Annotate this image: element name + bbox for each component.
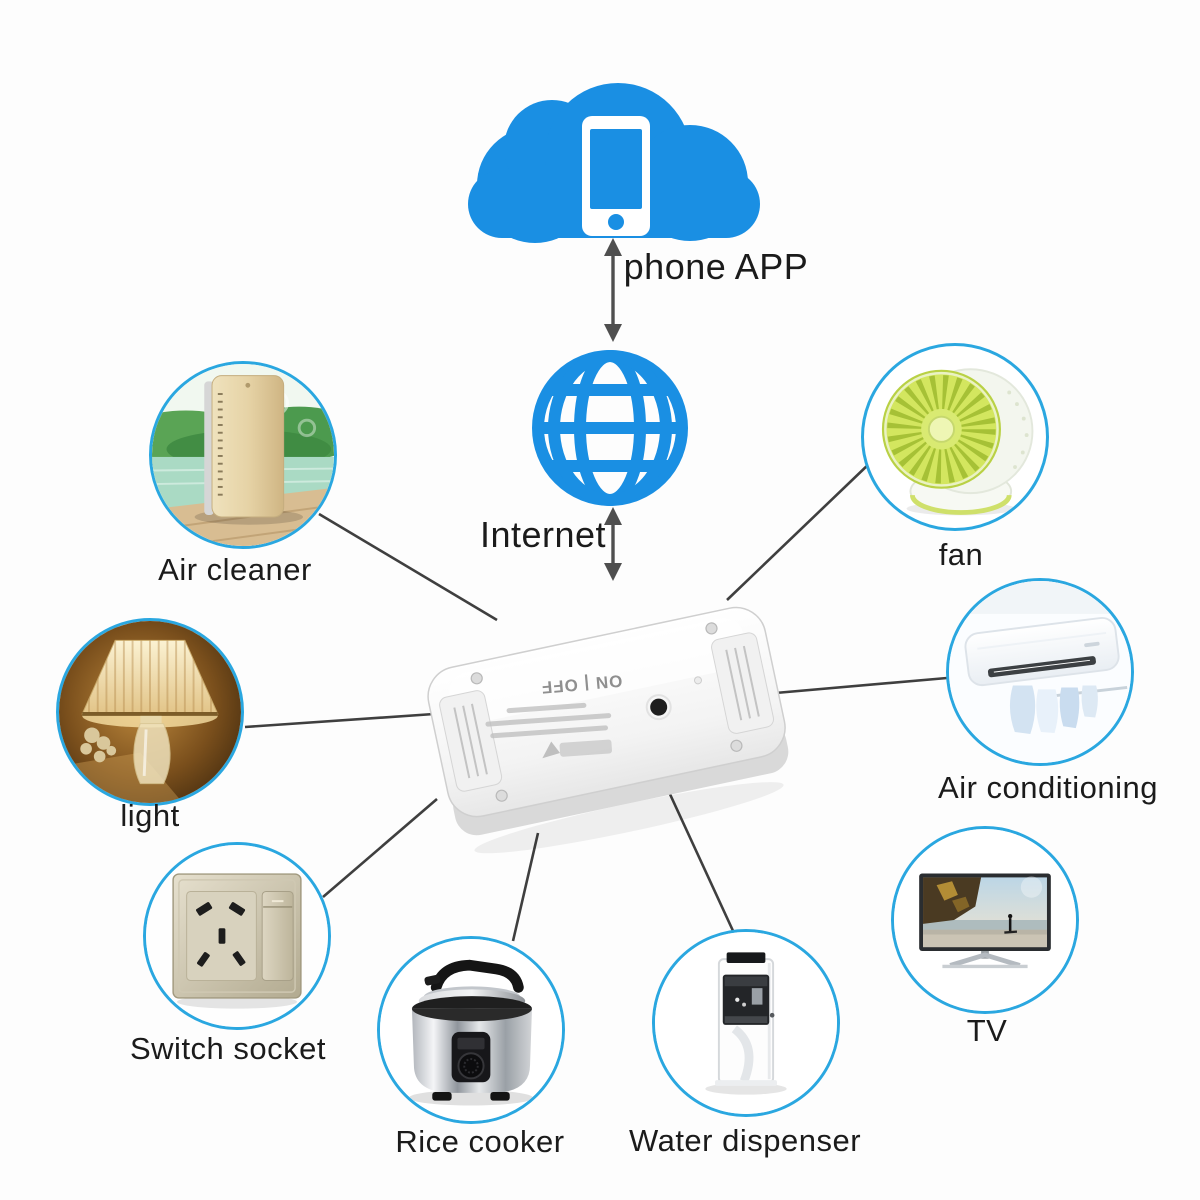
air-cleaner-label: Air cleaner [158,552,312,587]
globe-icon [532,350,688,506]
switch-socket-label: Switch socket [129,1031,327,1066]
phone-icon [582,116,650,236]
switch-socket-photo [143,842,331,1030]
air-conditioning-photo [946,578,1134,766]
light-label: light [120,798,180,833]
phone-app-label: phone APP [623,246,809,287]
rice-cooker-photo [377,936,565,1124]
water-dispenser-photo [652,929,840,1117]
water-dispenser-label: Water dispenser [628,1123,862,1158]
rice-cooker-label: Rice cooker [395,1124,565,1159]
fan-photo [861,343,1049,531]
internet-label: Internet [479,514,607,555]
tv-photo [891,826,1079,1014]
connector-light [244,712,435,729]
tv-label: TV [966,1013,1008,1048]
cloud-icon [468,83,760,243]
air-cleaner-photo [149,361,337,549]
double-arrow-icon [604,238,622,342]
light-photo [56,618,244,806]
smart-switch-device: ON | OFF [427,606,789,854]
double-arrow-icon [604,507,622,581]
air-conditioning-label: Air conditioning [938,770,1158,805]
fan-label: fan [938,537,984,572]
